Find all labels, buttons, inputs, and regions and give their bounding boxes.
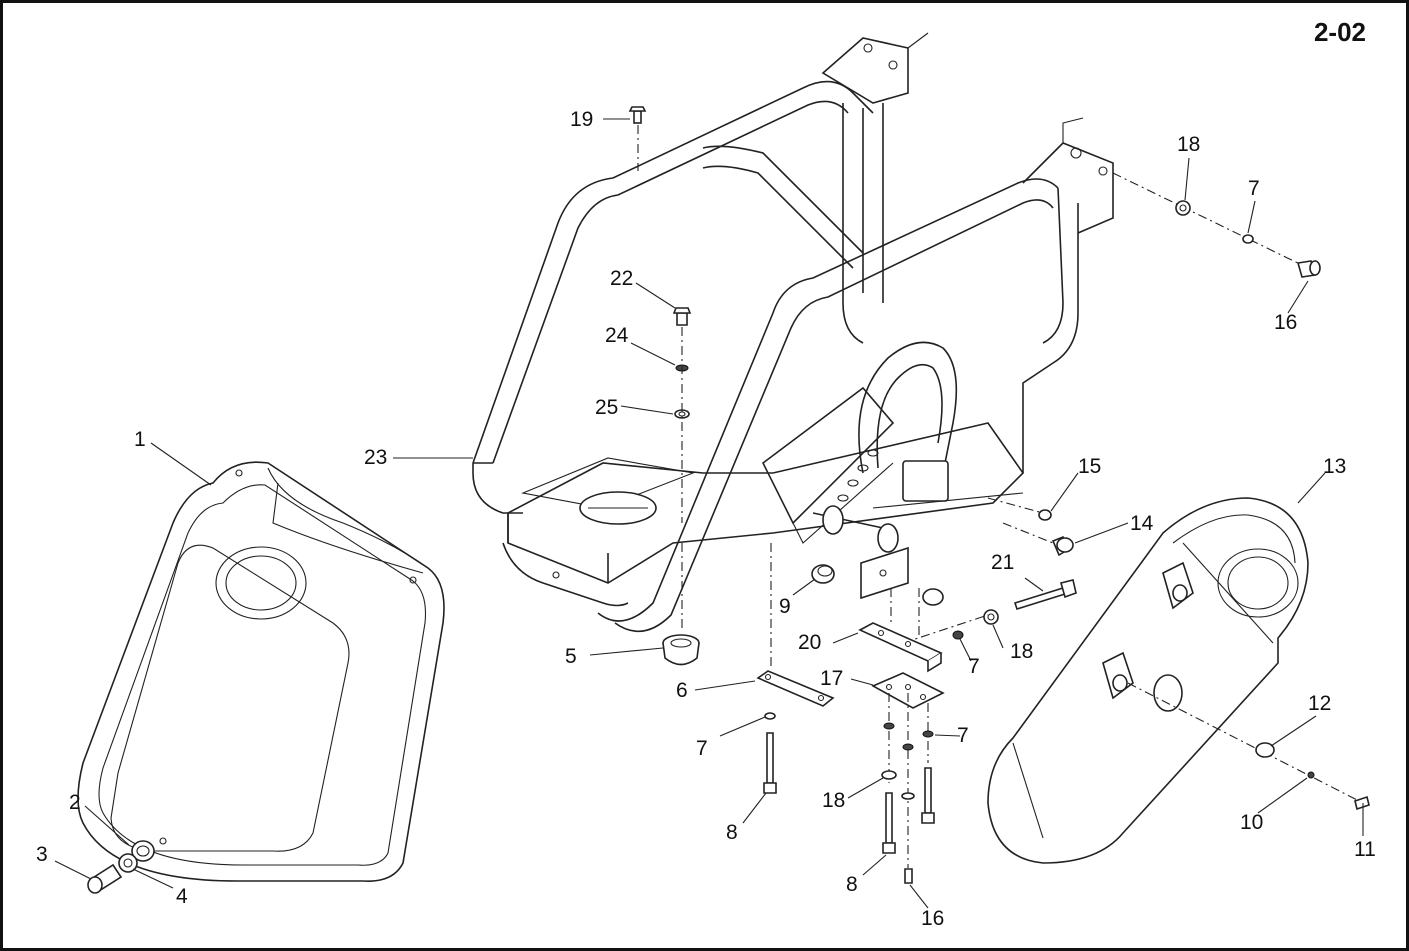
leader-lines — [54, 118, 1364, 909]
callout-22: 22 — [610, 267, 633, 290]
callout-23: 23 — [364, 446, 387, 469]
belt-guard — [987, 497, 1309, 864]
part-5 — [662, 634, 700, 666]
callout-6: 6 — [676, 679, 688, 702]
callout-17: 17 — [820, 667, 843, 690]
part-7-18-mid — [952, 609, 999, 640]
part-19 — [628, 106, 647, 124]
cover-knob-parts — [87, 840, 155, 894]
part-20 — [858, 622, 943, 673]
assembly-line-15 — [987, 497, 1044, 514]
callout-2: 2 — [69, 791, 81, 814]
handle-frame — [472, 32, 1114, 633]
part-21 — [1013, 579, 1077, 610]
sheet-number: 2-02 — [1313, 17, 1366, 47]
part-17 — [871, 672, 945, 709]
part-12-10-11 — [1255, 742, 1370, 811]
callout-14: 14 — [1130, 512, 1154, 535]
callout-13: 13 — [1323, 455, 1346, 478]
callout-8-left: 8 — [726, 821, 738, 844]
assembly-line-21 — [902, 614, 989, 644]
callout-18-mid: 18 — [1010, 640, 1033, 663]
callout-15: 15 — [1078, 455, 1101, 478]
callout-20: 20 — [798, 631, 821, 654]
part-14-15 — [922, 509, 1074, 606]
exploded-view-drawing: 1 2 3 4 5 6 7 8 9 10 11 12 13 14 15 16 1… — [36, 32, 1376, 930]
callout-3: 3 — [36, 843, 48, 866]
callout-8-bottom: 8 — [846, 873, 858, 896]
callout-25: 25 — [595, 396, 618, 419]
callout-7-top: 7 — [1248, 177, 1260, 200]
callout-16-bottom: 16 — [921, 907, 944, 930]
callout-16-top: 16 — [1274, 311, 1297, 334]
part-6 — [756, 670, 835, 707]
callout-1: 1 — [134, 428, 146, 451]
assembly-line-11 — [1127, 682, 1364, 804]
callout-4: 4 — [176, 885, 188, 908]
callout-19: 19 — [570, 108, 593, 131]
callout-21: 21 — [991, 551, 1014, 574]
callout-7-mid: 7 — [968, 655, 980, 678]
callout-5: 5 — [565, 645, 577, 668]
part-lower-hardware — [881, 722, 935, 884]
front-cover — [77, 461, 445, 882]
callout-7-left: 7 — [696, 737, 708, 760]
callout-12: 12 — [1308, 692, 1331, 715]
assembly-line-16-top — [1112, 172, 1309, 269]
callout-18-top: 18 — [1177, 133, 1200, 156]
assembly-line-14 — [1002, 522, 1054, 544]
part-9 — [811, 564, 835, 584]
callout-7-bottom: 7 — [957, 724, 969, 747]
callout-24: 24 — [605, 324, 629, 347]
callout-numbers: 1 2 3 4 5 6 7 8 9 10 11 12 13 14 15 16 1… — [36, 108, 1376, 930]
callout-11: 11 — [1354, 838, 1376, 861]
part-18-7-16-top — [1175, 200, 1321, 278]
callout-10: 10 — [1240, 811, 1263, 834]
part-22-24-25 — [672, 307, 692, 419]
part-7-8-left — [763, 712, 777, 794]
callout-9: 9 — [779, 595, 791, 618]
callout-18-bottom: 18 — [822, 789, 845, 812]
